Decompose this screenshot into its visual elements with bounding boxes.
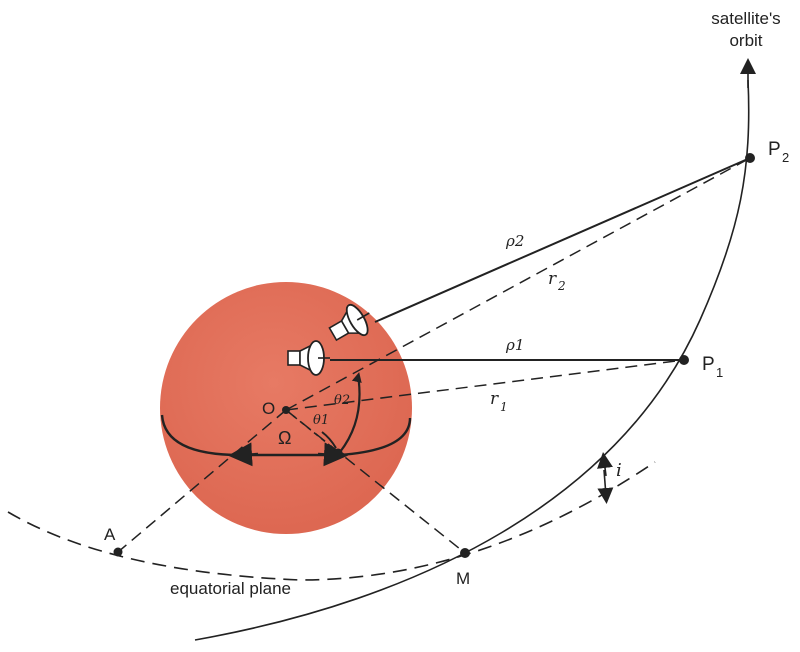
- label-P2: P: [768, 139, 781, 160]
- equatorial-plane-arc: [7, 461, 656, 581]
- point-O: [282, 406, 290, 414]
- label-r1: r: [490, 389, 499, 409]
- theta2-arc: [339, 374, 361, 453]
- label-P1: P: [702, 354, 715, 375]
- tracking-antenna-icon: [328, 303, 370, 342]
- omega-arrow-right: [317, 442, 348, 467]
- inclination-arrow-up: [597, 452, 613, 477]
- point-A: [113, 547, 123, 557]
- label-P2-sub: 2: [782, 150, 789, 165]
- label-r1-sub: 1: [500, 400, 508, 414]
- line-O-to-node: [285, 409, 339, 453]
- radius-r1-line: [285, 359, 685, 411]
- inclination-arrow-down: [597, 469, 614, 504]
- label-rho1: ρ1: [505, 336, 524, 354]
- label-equatorial-plane: equatorial plane: [170, 579, 291, 598]
- orbit-label-line2: orbit: [729, 31, 762, 50]
- label-r2: r: [548, 269, 557, 289]
- label-Omega: Ω: [278, 428, 291, 448]
- label-P1-sub: 1: [716, 365, 723, 380]
- satellite-orbit-curve: [194, 79, 750, 641]
- label-theta2: θ2: [334, 393, 350, 408]
- orbit-label-line1: satellite's: [711, 9, 780, 28]
- label-r2-sub: 2: [557, 279, 566, 293]
- radius-r2-line: [285, 157, 751, 411]
- label-inclination: i: [616, 460, 622, 481]
- label-M: M: [456, 569, 470, 588]
- label-O: O: [262, 399, 275, 418]
- label-A: A: [104, 525, 116, 544]
- point-node: [333, 448, 343, 458]
- label-theta1: θ1: [313, 413, 329, 428]
- omega-arrow-left: [228, 442, 259, 467]
- point-M: [460, 548, 470, 558]
- range-rho2-line: [374, 157, 751, 323]
- point-P2: [745, 153, 755, 163]
- tracking-antenna-icon: [287, 340, 330, 376]
- label-rho2: ρ2: [505, 232, 524, 250]
- theta1-arc: [321, 431, 337, 449]
- point-P1: [679, 355, 689, 365]
